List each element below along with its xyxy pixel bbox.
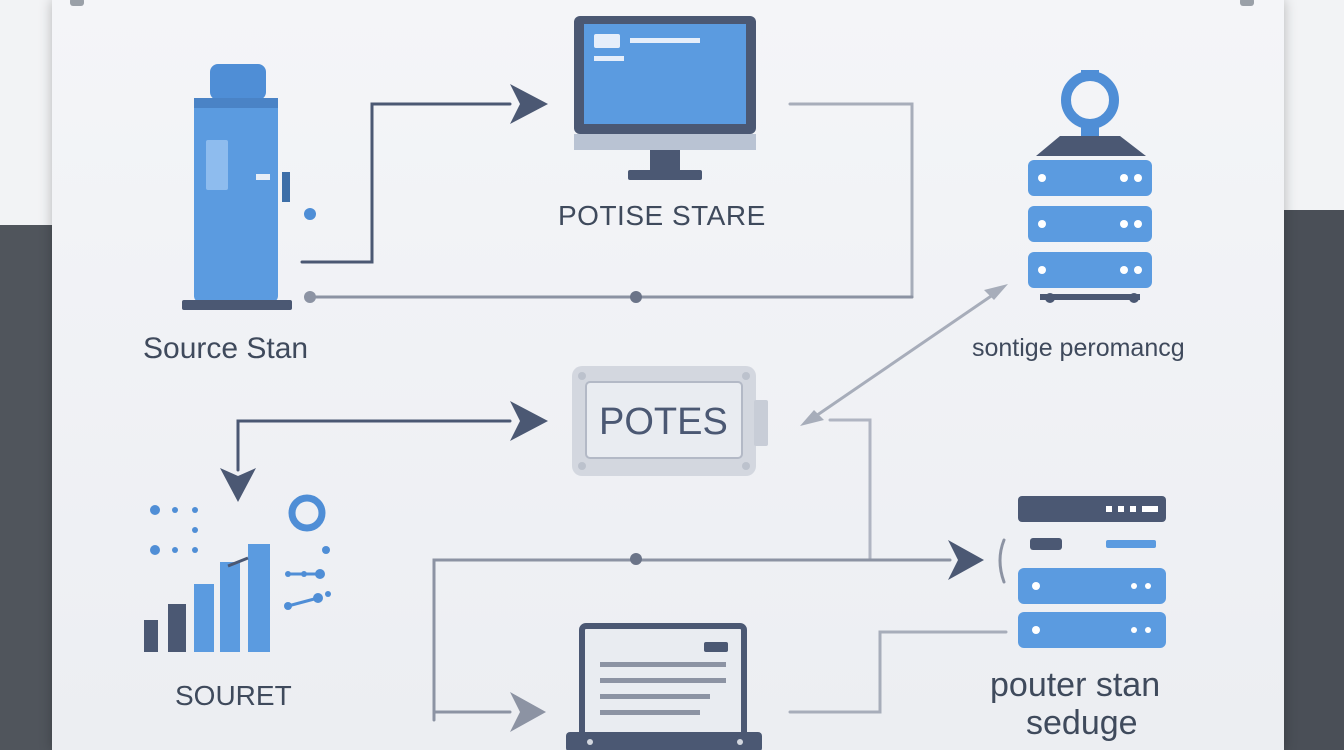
label-souret: SOURET [175,680,292,711]
connectors [220,84,1008,732]
connector-monitor-right [788,102,914,299]
connector-diagonal [808,288,1002,422]
rack-server-icon [1018,496,1166,648]
tower-device-icon [182,64,316,310]
background-wall-right [1274,0,1344,750]
label-sontige-peromance: sontige peromancg [972,334,1185,362]
connector-source-to-monitor [300,102,512,264]
connector-dot [304,291,316,303]
arrowhead [800,410,824,426]
tag-box-icon [572,366,768,476]
bracket [998,538,1006,584]
arrowhead [510,692,546,732]
bar-chart-icon [144,494,331,652]
label-seduge: seduge [1026,704,1138,742]
arrowhead [948,540,984,580]
connector-printer-to-rack [788,630,1008,714]
connector-potes-to-chart [236,419,512,472]
arrowhead [220,468,256,502]
server-stack-icon [1028,70,1152,303]
arrowhead [510,84,548,124]
connector-dot [630,291,642,303]
label-pouter-stan: pouter stan [990,666,1161,704]
monitor-icon [574,16,756,180]
background-wall-left [0,0,60,750]
pin [70,0,84,6]
label-potes: POTES [599,401,728,443]
connector-dot [630,553,642,565]
arrowhead [984,284,1008,300]
arrowhead [510,401,548,441]
connector-mid-to-rack [432,558,952,722]
connector-potes-right [828,418,872,562]
document-printer-icon [566,623,762,750]
label-potise-stare: POTISE STARE [558,200,766,231]
pin [1240,0,1254,6]
label-source-stan: Source Stan [143,332,309,365]
